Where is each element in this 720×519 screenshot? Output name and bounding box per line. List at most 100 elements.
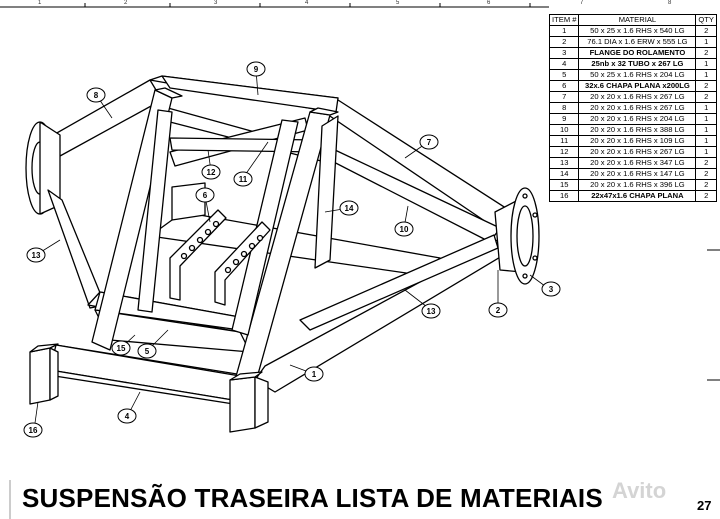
cell-qty: 1	[695, 102, 717, 114]
cell-material: 50 x 25 x 1.6 RHS x 540 LG	[578, 25, 697, 37]
cell-item: 13	[548, 157, 580, 169]
callout-label: 5	[145, 347, 150, 356]
cell-qty: 1	[695, 146, 717, 158]
header-qty: QTY	[695, 14, 717, 26]
callout-bubble: 4	[117, 408, 137, 424]
item-6-plate-right	[214, 221, 271, 306]
item-4-front-tube	[39, 344, 263, 406]
item-16-right-block	[229, 371, 269, 433]
item-14-left-post	[91, 87, 183, 351]
callouts: 1 2 3 4 5 6 7 8 9 10 11 12 13 13 14 15 1…	[23, 61, 561, 438]
cell-item: 9	[548, 113, 580, 125]
cell-item: 11	[548, 135, 580, 147]
callout-bubble: 9	[246, 61, 266, 77]
grid-number: 2	[124, 0, 128, 6]
callout-bubble: 10	[394, 221, 414, 237]
cell-qty: 2	[695, 157, 717, 169]
callout-label: 16	[29, 426, 38, 435]
cell-qty: 2	[695, 179, 717, 191]
cell-material: 20 x 20 x 1.6 RHS x 109 LG	[578, 135, 697, 147]
cell-item: 7	[548, 91, 580, 103]
callout-label: 9	[254, 65, 259, 74]
callout-bubble: 11	[233, 171, 253, 187]
cell-material: 20 x 20 x 1.6 RHS x 347 LG	[578, 157, 697, 169]
cell-material: 25nb x 32 TUBO x 267 LG	[578, 58, 697, 70]
callout-bubble: 15	[111, 340, 131, 356]
cell-qty: 1	[695, 113, 717, 125]
callout-bubble: 12	[201, 164, 221, 180]
cell-material: FLANGE DO ROLAMENTO	[578, 47, 697, 59]
item-16-left-block	[29, 343, 59, 405]
cell-qty: 1	[695, 36, 717, 48]
grid-number: 8	[668, 0, 672, 6]
callout-bubble: 13	[421, 303, 441, 319]
callout-label: 14	[345, 204, 354, 213]
grid-number: 3	[214, 0, 218, 6]
callout-label: 7	[427, 138, 432, 147]
callout-label: 8	[94, 91, 99, 100]
cell-qty: 2	[695, 190, 717, 202]
item-3-left-flange	[25, 121, 61, 215]
callout-label: 13	[32, 251, 41, 260]
cell-qty: 2	[695, 47, 717, 59]
grid-number: 6	[487, 0, 491, 6]
sheet-border	[0, 3, 720, 519]
cell-item: 15	[548, 179, 580, 191]
cell-item: 5	[548, 69, 580, 81]
cell-material: 22x47x1.6 CHAPA PLANA	[578, 190, 697, 202]
callout-label: 10	[400, 225, 409, 234]
cell-qty: 2	[695, 91, 717, 103]
item-12-rear-tube	[169, 137, 321, 153]
cell-item: 2	[548, 36, 580, 48]
callout-label: 11	[239, 175, 248, 184]
callout-bubble: 2	[488, 302, 508, 318]
cell-item: 14	[548, 168, 580, 180]
cell-item: 3	[548, 47, 580, 59]
cell-material: 32x.6 CHAPA PLANA x200LG	[578, 80, 697, 92]
callout-bubble: 8	[86, 87, 106, 103]
callout-label: 15	[117, 344, 126, 353]
cell-qty: 1	[695, 124, 717, 136]
grid-number: 7	[580, 0, 584, 6]
cell-item: 1	[548, 25, 580, 37]
grid-number: 1	[38, 0, 42, 6]
grid-number: 5	[396, 0, 400, 6]
cell-material: 50 x 25 x 1.6 RHS x 204 LG	[578, 69, 697, 81]
cell-material: 20 x 20 x 1.6 RHS x 267 LG	[578, 146, 697, 158]
cell-item: 4	[548, 58, 580, 70]
callout-bubble: 14	[339, 200, 359, 216]
cell-qty: 1	[695, 69, 717, 81]
header-item: ITEM #	[548, 14, 580, 26]
callout-label: 1	[312, 370, 317, 379]
callout-bubble: 16	[23, 422, 43, 438]
cell-material: 20 x 20 x 1.6 RHS x 396 LG	[578, 179, 697, 191]
header-material: MATERIAL	[578, 14, 697, 26]
cell-material: 20 x 20 x 1.6 RHS x 267 LG	[578, 102, 697, 114]
callout-bubble: 5	[137, 343, 157, 359]
grid-number: 4	[305, 0, 309, 6]
cell-qty: 2	[695, 25, 717, 37]
cell-item: 16	[548, 190, 580, 202]
callout-bubble: 7	[419, 134, 439, 150]
cell-qty: 1	[695, 135, 717, 147]
page-number: 27	[697, 498, 712, 513]
callout-bubble: 13	[26, 247, 46, 263]
table-header-row: ITEM # MATERIAL QTY	[548, 14, 717, 26]
page-title: SUSPENSÃO TRASEIRA LISTA DE MATERIAIS	[22, 483, 603, 513]
cell-item: 6	[548, 80, 580, 92]
cell-material: 20 x 20 x 1.6 RHS x 147 LG	[578, 168, 697, 180]
callout-label: 6	[203, 191, 208, 200]
item-6-plate-left	[169, 209, 227, 301]
